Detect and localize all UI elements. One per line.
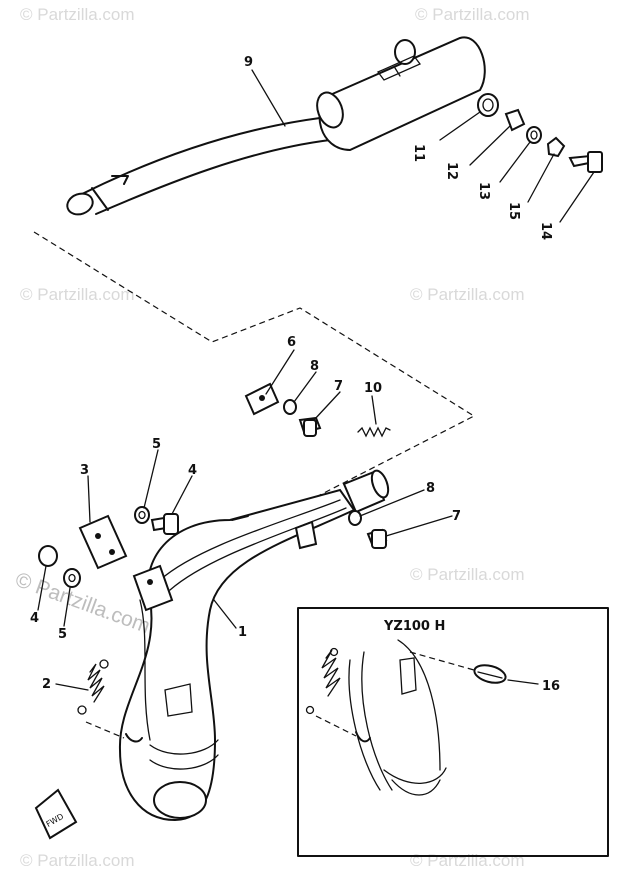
watermark: © Partzilla.com [415,5,530,24]
hardware [38,382,391,743]
clamp-bracket [78,514,174,612]
callouts: 9 11 12 13 15 14 6 8 7 10 5 3 4 8 7 1 4 … [30,55,595,694]
muffler-assembly [66,36,603,216]
watermark: © Partzilla.com [20,851,135,870]
part-number: 1 [238,625,247,640]
part-number: 11 [411,144,426,162]
part-number: 8 [310,359,319,374]
part-number: 7 [452,509,461,524]
watermark-group: © Partzilla.com © Partzilla.com © Partzi… [12,5,529,870]
watermark: © Partzilla.com [12,568,153,638]
part-number: 9 [244,55,253,70]
part-number: 14 [538,222,553,240]
watermark: © Partzilla.com [410,285,525,304]
part-number: 6 [287,335,296,350]
part-number: 4 [188,463,197,478]
part-number: 16 [542,679,560,694]
inset-label: YZ100 H [383,619,445,634]
watermark: © Partzilla.com [20,5,135,24]
part-number: 2 [42,677,51,692]
part-number: 8 [426,481,435,496]
part-number: 12 [444,162,459,180]
connection-outline [33,231,476,497]
watermark: © Partzilla.com [410,851,525,870]
part-number: 3 [80,463,89,478]
part-number: 10 [364,381,382,396]
part-number: 5 [152,437,161,452]
yz100h-inset: YZ100 H [297,607,609,857]
watermark: © Partzilla.com [410,565,525,584]
fwd-arrow-icon: FWD [34,788,78,840]
inset-frame [297,607,609,857]
expansion-chamber [118,469,390,822]
part-number: 13 [476,182,491,200]
part-number: 7 [334,379,343,394]
part-number: 4 [30,611,39,626]
watermark: © Partzilla.com [20,285,135,304]
part-number: 5 [58,627,67,642]
part-number: 15 [506,202,521,220]
